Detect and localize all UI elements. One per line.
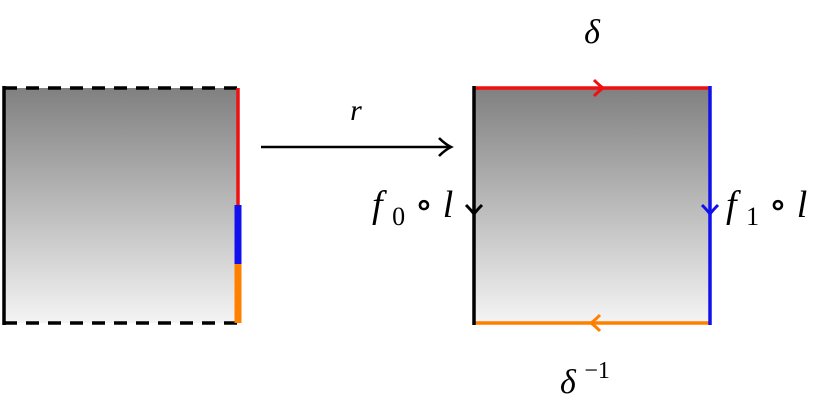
bottom-edge-label-exponent: −1	[584, 358, 610, 384]
right-edge-label-tail: ∘ l	[769, 184, 808, 226]
left-edge-label-tail: ∘ l	[415, 184, 454, 226]
target-square	[464, 78, 720, 333]
map-arrow: r	[261, 94, 454, 157]
source-square-fill	[4, 88, 238, 323]
right-edge-label-subscript: 1	[746, 202, 759, 231]
source-square	[2, 86, 242, 325]
target-bottom-arrowhead	[588, 313, 602, 333]
target-left-arrowhead	[464, 203, 484, 217]
right-edge-label-f: f	[726, 184, 741, 226]
target-right-arrowhead	[700, 203, 720, 217]
top-edge-label: δ	[584, 14, 601, 51]
left-edge-label-f: f	[372, 184, 387, 226]
map-label: r	[350, 94, 362, 127]
right-edge-label: f 1 ∘ l	[726, 184, 807, 234]
left-edge-label: f 0 ∘ l	[372, 184, 453, 234]
target-square-fill	[474, 88, 710, 323]
bottom-edge-label-base: δ	[560, 364, 577, 401]
bottom-edge-label: δ −1	[560, 358, 610, 401]
target-top-arrowhead	[592, 78, 606, 98]
left-edge-label-subscript: 0	[392, 202, 405, 231]
map-arrow-head	[438, 137, 454, 157]
